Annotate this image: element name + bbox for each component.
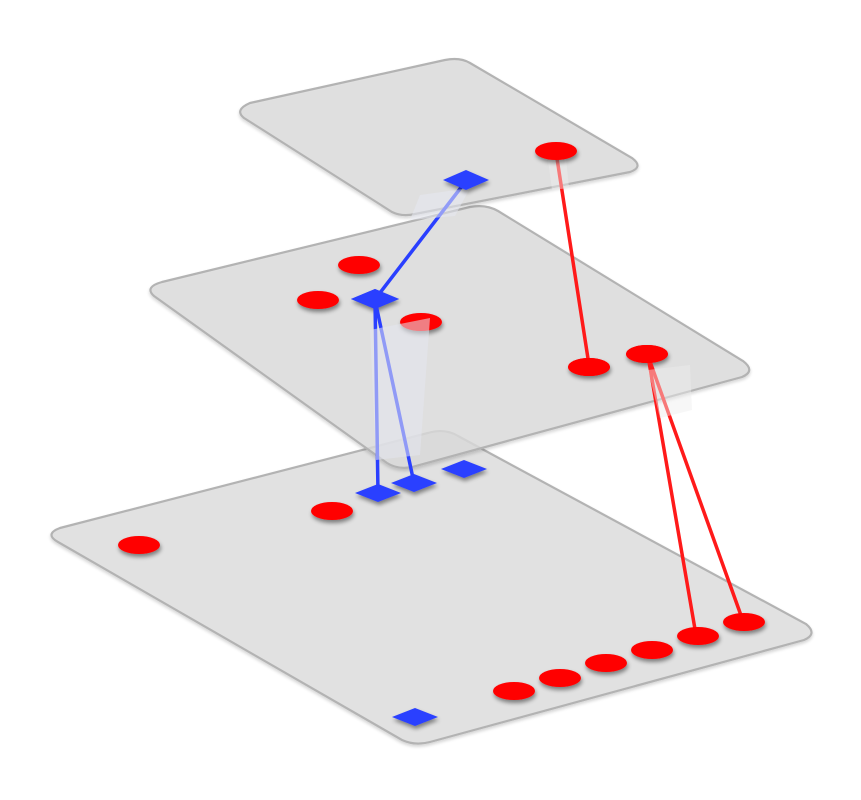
layer-plane-top-overlap [548, 158, 569, 190]
layer-plane-middle [149, 205, 751, 469]
node-circle [568, 358, 610, 376]
layer-plane-top-overlap [410, 188, 470, 220]
node-circle [585, 654, 627, 672]
node-square [391, 474, 437, 492]
edge-red [646, 354, 745, 623]
layer-bottom-endpoints [355, 474, 765, 645]
node-circle [118, 536, 160, 554]
node-square [392, 708, 438, 726]
layer-top [239, 57, 639, 217]
node-circle [631, 641, 673, 659]
layer-plane-bottom [50, 429, 813, 745]
node-square [443, 170, 489, 190]
edge-red [554, 150, 591, 367]
layer-plane-middle-overlap [370, 318, 430, 460]
node-circle [677, 627, 719, 645]
node-square [355, 484, 401, 502]
node-circle [311, 502, 353, 520]
node-circle [539, 669, 581, 687]
layer-top-nodes [443, 142, 577, 190]
layer-plane-middle-overlap [648, 365, 692, 418]
node-circle [338, 256, 380, 274]
node-circle [626, 345, 668, 363]
node-square [441, 460, 487, 478]
layer-middle-endpoints [351, 289, 668, 376]
edge-red [646, 354, 698, 637]
node-circle [723, 613, 765, 631]
node-square [351, 289, 399, 309]
node-circle [493, 682, 535, 700]
layer-plane-top [239, 57, 639, 217]
node-circle [535, 142, 577, 160]
node-circle [297, 291, 339, 309]
layer-bottom [50, 429, 813, 745]
